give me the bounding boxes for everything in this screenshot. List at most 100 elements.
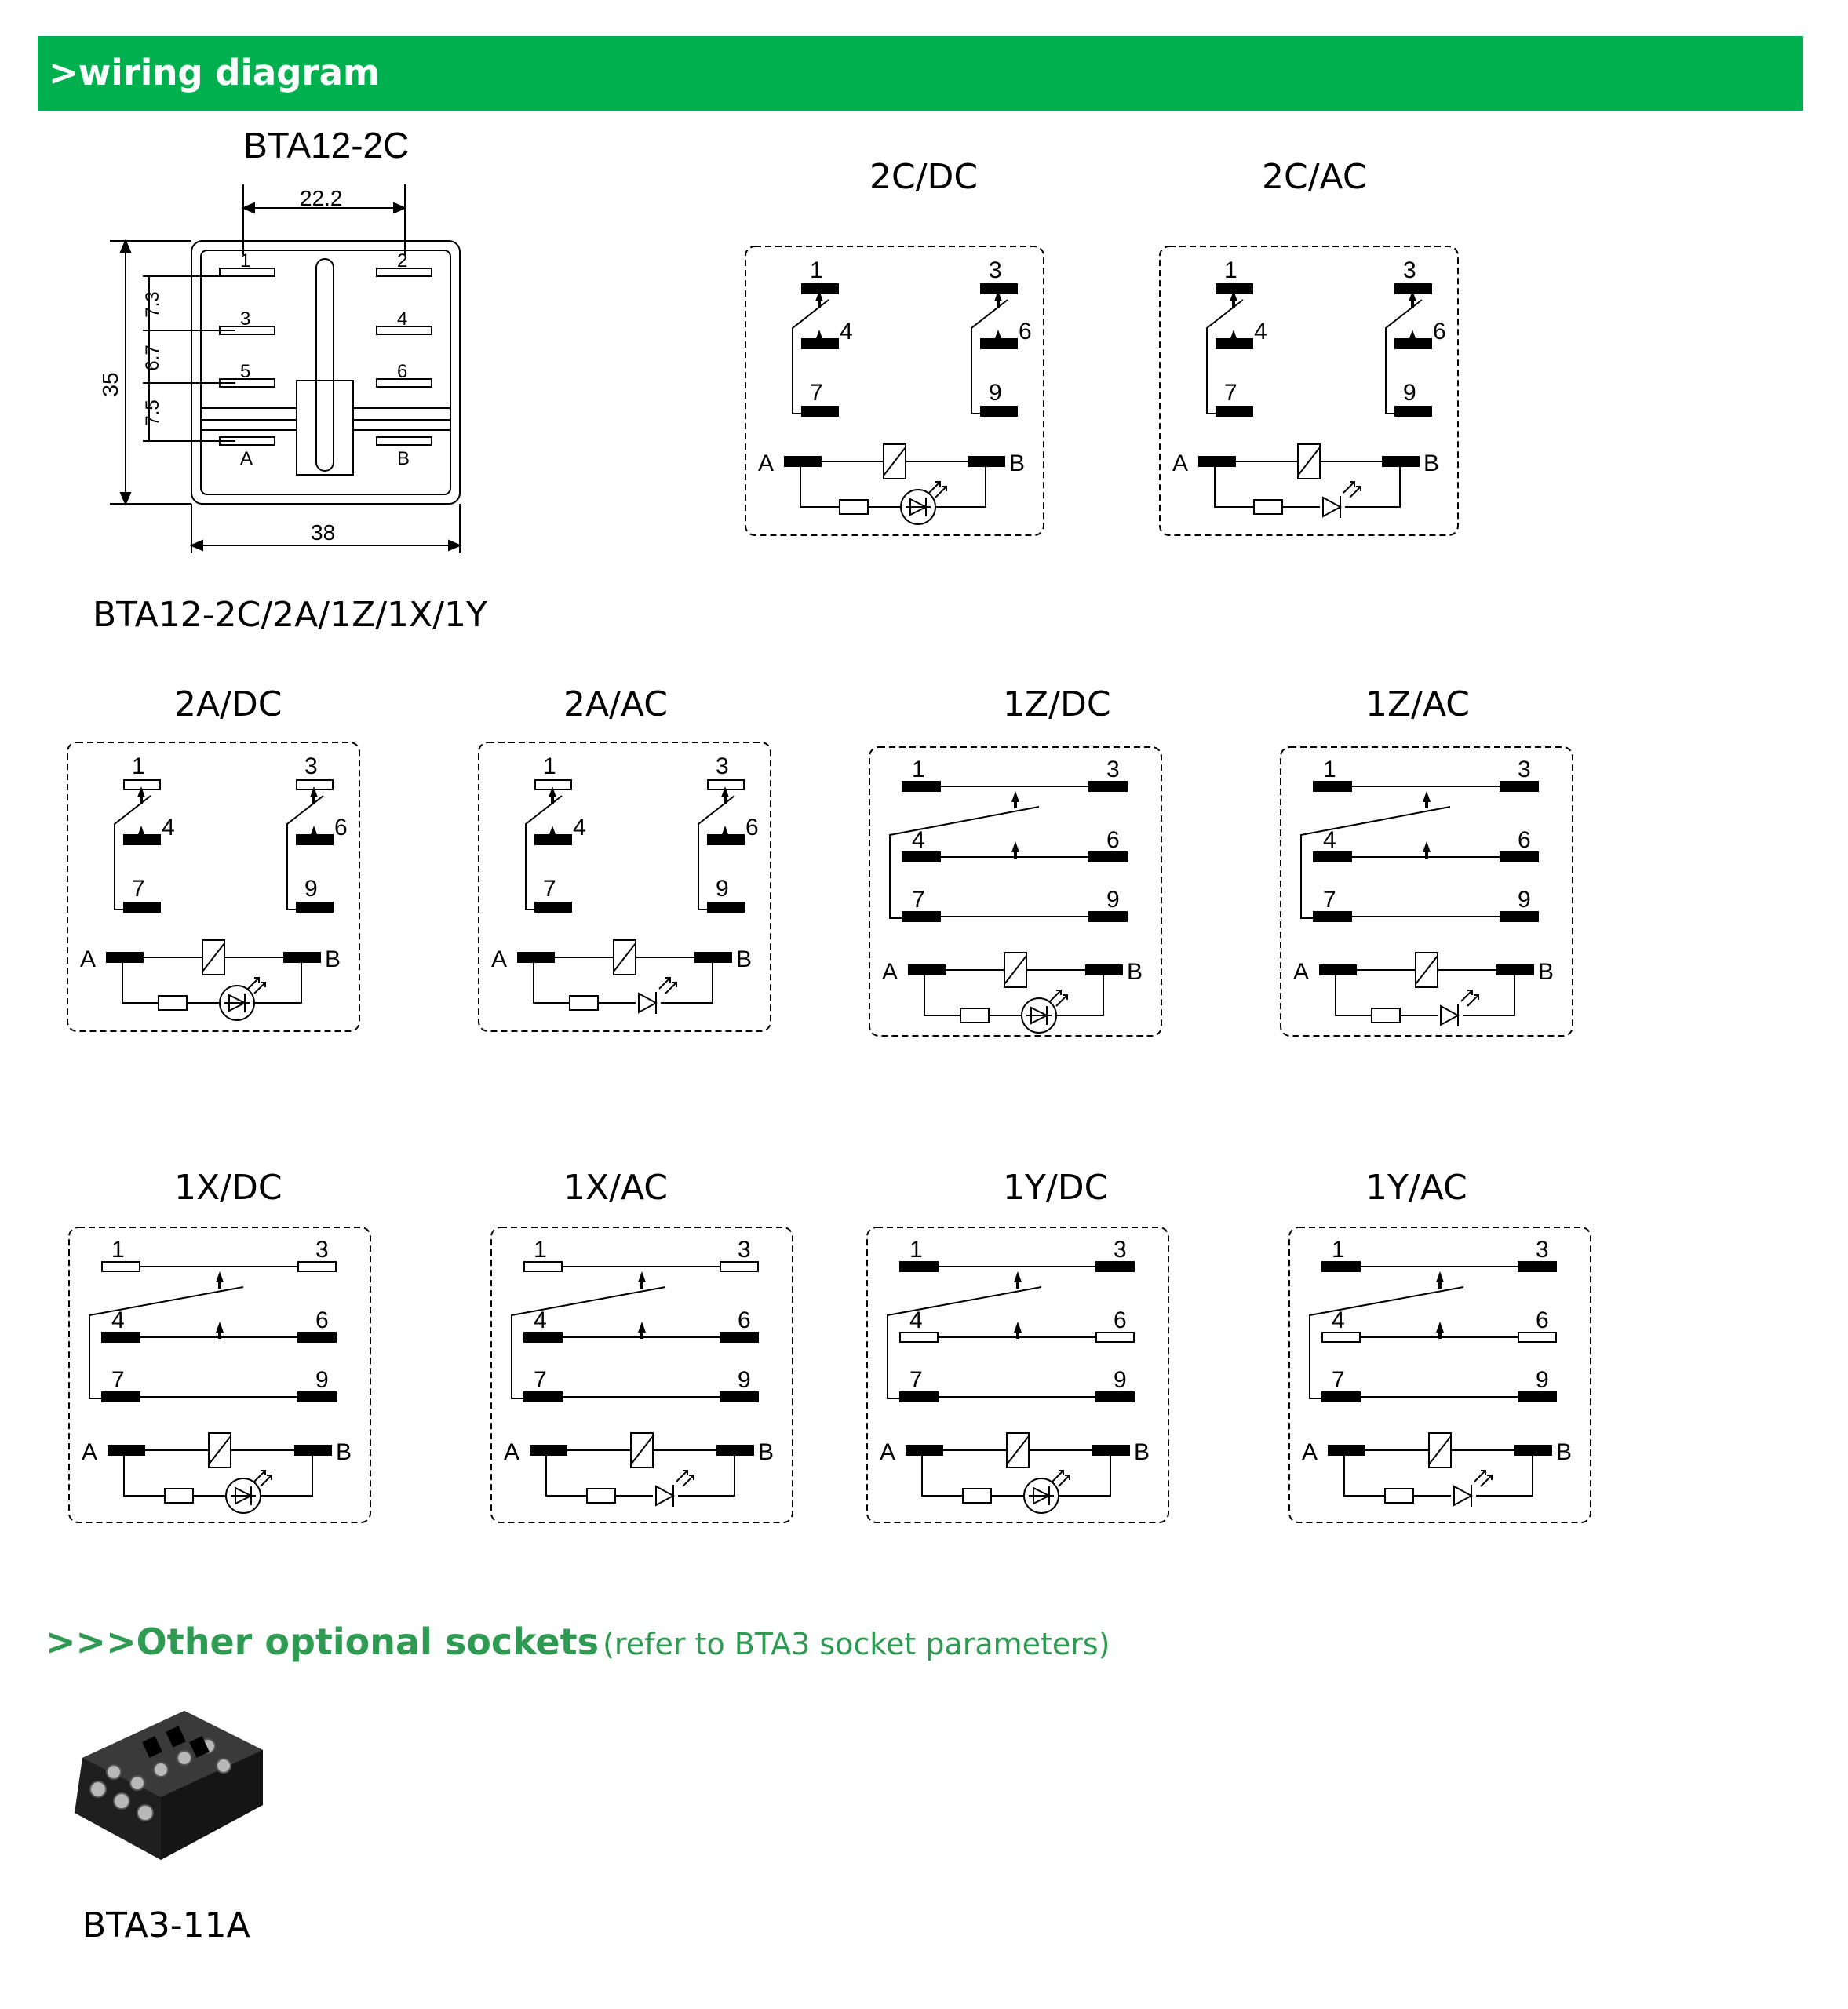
pin-label: 7 <box>534 1367 547 1393</box>
section-header-banner: >wiring diagram <box>38 36 1803 111</box>
indicator-wire <box>1214 461 1401 508</box>
contact-terminal <box>1321 1391 1361 1402</box>
pin-label: 9 <box>304 876 318 902</box>
contact-terminal <box>123 902 161 913</box>
diagram-title: 1Y/AC <box>1365 1168 1467 1208</box>
pin-label: 3 <box>304 753 318 779</box>
switch-arm <box>1206 299 1244 414</box>
coil-slash <box>1415 955 1438 985</box>
indicator-wire <box>921 1450 1111 1497</box>
diagram-frame <box>869 746 1162 1037</box>
pin-label: 6 <box>738 1307 751 1333</box>
dim-height: 35 <box>98 372 122 396</box>
pin-label: 3 <box>240 308 250 330</box>
pin-label: 7 <box>1224 380 1237 406</box>
pin-label: 4 <box>162 815 175 840</box>
contact-point-icon <box>1423 841 1431 859</box>
contact-point-icon <box>216 1271 224 1289</box>
pin-label: 9 <box>1106 887 1120 913</box>
diagram-title: 1X/DC <box>174 1168 282 1208</box>
contact-terminal <box>1313 851 1352 862</box>
contact-terminal <box>980 406 1018 417</box>
contact-point-icon <box>1409 330 1416 347</box>
contact-point-icon <box>1436 1271 1444 1289</box>
contact-point-icon <box>549 786 556 804</box>
resistor-icon <box>960 1008 990 1023</box>
other-sockets-note: (refer to BTA3 socket parameters) <box>603 1627 1110 1661</box>
switch-arm <box>971 299 1008 414</box>
diagram-frame <box>490 1227 793 1523</box>
indicator-wire <box>533 957 713 1004</box>
contact-point-icon <box>815 330 823 347</box>
contact-point-icon <box>1423 791 1431 808</box>
contact-terminal <box>1321 1332 1361 1343</box>
section-title: >wiring diagram <box>49 52 380 93</box>
diagram-title: 1Z/AC <box>1365 684 1471 724</box>
contact-terminal <box>106 952 144 963</box>
contact-terminal <box>1319 964 1357 975</box>
pin-label: 9 <box>716 876 729 902</box>
pin-label: 3 <box>1536 1237 1549 1263</box>
pin-label: 9 <box>1114 1367 1127 1393</box>
contact-terminal <box>1518 1261 1557 1272</box>
pin-label: 7 <box>111 1367 125 1393</box>
contact-terminal <box>523 1261 563 1272</box>
contact-terminal <box>902 851 941 862</box>
contact-terminal <box>899 1391 939 1402</box>
diagram-title: 2C/AC <box>1262 157 1367 197</box>
pin-label: 3 <box>738 1237 751 1263</box>
diagram-title: 1X/AC <box>563 1168 669 1208</box>
coil-terminal-b-label: B <box>1556 1439 1572 1465</box>
diagram-title: 2A/DC <box>174 684 282 724</box>
light-rays-icon <box>1460 990 1479 1007</box>
contact-terminal <box>720 1261 759 1272</box>
pin-label: 4 <box>397 308 407 330</box>
contact-point-icon <box>1014 1271 1022 1289</box>
light-rays-icon <box>1343 481 1361 498</box>
contact-point-icon <box>721 786 729 804</box>
variants-caption: BTA12-2C/2A/1Z/1X/1Y <box>93 595 487 635</box>
pin-label: 9 <box>989 380 1002 406</box>
diagram-title: 1Y/DC <box>1003 1168 1109 1208</box>
contact-terminal <box>1321 1261 1361 1272</box>
pin-label: 6 <box>334 815 348 840</box>
contact-terminal <box>707 779 745 790</box>
contact-point-icon <box>310 786 318 804</box>
coil-terminal-a-label: A <box>1302 1439 1318 1465</box>
contact-terminal <box>101 1391 140 1402</box>
pin-label: 7 <box>132 876 145 902</box>
pin-label: 1 <box>132 753 145 779</box>
other-sockets-heading: >>>Other optional sockets (refer to BTA3… <box>46 1621 1110 1663</box>
contact-terminal <box>297 1261 337 1272</box>
contact-terminal <box>801 406 839 417</box>
contact-point-icon <box>815 290 823 308</box>
socket-label: BTA3-11A <box>82 1905 250 1945</box>
coil-terminal-a-label: A <box>491 946 507 972</box>
resistor-icon <box>1384 1488 1414 1504</box>
pin-label: 1 <box>1224 257 1237 283</box>
pin-label: 4 <box>111 1307 125 1333</box>
diagram-frame <box>1159 246 1459 536</box>
switch-arm <box>511 1286 666 1399</box>
dim-pitch-2: 6.7 <box>142 345 163 370</box>
pin-label: 1 <box>240 250 250 272</box>
pin-label: 4 <box>1332 1307 1345 1333</box>
coil-terminal-b-label: B <box>1009 450 1025 476</box>
coil-slash <box>1428 1435 1452 1465</box>
coil-terminal-b-label: B <box>325 946 341 972</box>
pin-label: A <box>240 448 253 469</box>
contact-point-icon <box>1409 290 1416 308</box>
pin-label: 3 <box>315 1237 329 1263</box>
contact-terminal <box>1313 781 1352 792</box>
contact-terminal <box>1500 781 1539 792</box>
contact-point-icon <box>638 1271 646 1289</box>
contact-point-icon <box>994 330 1002 347</box>
pin-label: 6 <box>745 815 759 840</box>
pin-label: 4 <box>912 827 925 853</box>
contact-terminal <box>980 283 1018 294</box>
contact-terminal <box>1328 1445 1365 1456</box>
contact-point-icon <box>721 826 729 843</box>
contact-terminal <box>297 1391 337 1402</box>
pin-label: 7 <box>1323 887 1336 913</box>
